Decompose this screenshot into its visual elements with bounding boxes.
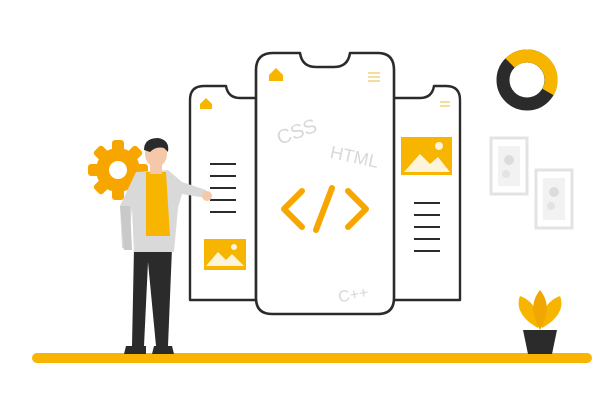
home-icon — [269, 68, 283, 81]
cpp-label: C++ — [337, 284, 370, 306]
wall-frame-2 — [534, 168, 574, 230]
donut-chart-icon — [496, 49, 558, 111]
plant-icon — [518, 290, 562, 354]
text-lines — [414, 202, 440, 252]
menu-icon — [440, 101, 450, 107]
phone-left — [188, 84, 258, 302]
home-icon — [200, 98, 212, 109]
code-icon — [281, 185, 369, 233]
person-figure — [120, 138, 212, 354]
image-icon — [204, 239, 246, 270]
text-lines — [210, 163, 236, 213]
phone-center: CSS HTML C++ — [254, 51, 396, 316]
ground-line — [32, 353, 592, 363]
image-icon — [401, 137, 452, 175]
gear-icon — [88, 140, 148, 200]
phone-right — [390, 84, 462, 302]
menu-icon — [368, 72, 380, 82]
wall-frame-1 — [489, 136, 529, 196]
